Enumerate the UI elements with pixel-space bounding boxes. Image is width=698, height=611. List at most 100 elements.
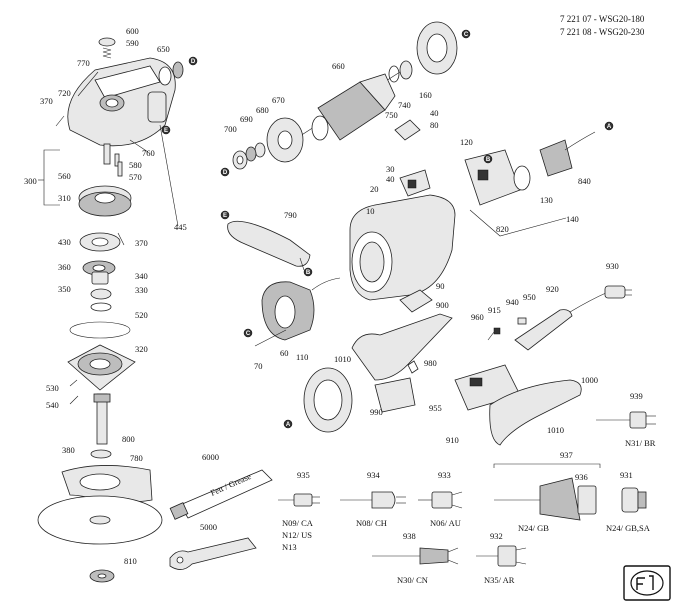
part-label-580: 580 [129,160,142,170]
part-label-700: 700 [224,124,237,134]
part-label-310: 310 [58,193,71,203]
plug-n31: N31/ BR [625,438,656,448]
part-label-980: 980 [424,358,437,368]
part-label-933: 933 [438,470,451,480]
part-560-drawing [103,143,111,165]
part-label-90: 90 [436,281,445,291]
plug-n30: N30/ CN [397,575,428,585]
part-label-1010a: 1010 [334,354,351,364]
cord-sleeve-920-drawing [514,309,573,351]
part-label-540: 540 [46,400,59,410]
gear-housing-drawing [67,57,176,147]
part-label-380: 380 [62,445,75,455]
part-label-939: 939 [630,391,643,401]
part-label-934: 934 [367,470,381,480]
part-label-935: 935 [297,470,310,480]
part-label-590: 590 [126,38,139,48]
part-label-110: 110 [296,352,308,362]
part-label-1000: 1000 [581,375,598,385]
part-label-60: 60 [280,348,289,358]
part-label-350: 350 [58,284,71,294]
part-label-770: 770 [77,58,90,68]
part-label-936: 936 [575,472,588,482]
part-label-720: 720 [58,88,71,98]
part-label-40b: 40 [386,174,395,184]
part-label-140: 140 [566,214,579,224]
plug-936-drawing [493,463,601,521]
plug-932-drawing [476,545,527,567]
model-line-1: 7 221 07 - WSG20-180 [560,14,645,24]
part-label-931: 931 [620,470,633,480]
part-label-330: 330 [135,285,148,295]
model-line-2: 7 221 08 - WSG20-230 [560,27,645,37]
part-label-932: 932 [490,531,503,541]
plug-designations: N31/ BR N09/ CA N12/ US N13 N08/ CH N06/… [282,438,656,585]
callout-letter: D [223,170,228,176]
fan-670-drawing [266,117,304,163]
part-label-370: 370 [40,96,53,106]
plug-933-drawing [418,491,463,509]
plug-n12: N12/ US [282,530,312,540]
part-label-750: 750 [385,110,398,120]
part-label-70: 70 [254,361,263,371]
side-handle-790-drawing [227,220,311,271]
part-label-955: 955 [429,403,442,413]
plug-n08: N08/ CH [356,518,387,528]
spindle-380-drawing [93,393,111,445]
part-label-445: 445 [174,222,187,232]
plug-n24gbsa: N24/ GB,SA [606,523,651,533]
electronics-140-drawing [464,131,596,206]
plug-n06: N06/ AU [430,518,461,528]
part-label-790: 790 [284,210,297,220]
part-label-990: 990 [370,407,383,417]
part-label-300: 300 [24,176,37,186]
callout-letter: B [486,157,491,163]
part-label-560: 560 [58,171,71,181]
part-label-670: 670 [272,95,285,105]
bearing-flange-320-drawing [67,344,136,391]
part-label-910: 910 [446,435,459,445]
part-label-30: 30 [386,164,395,174]
plug-n24gb: N24/ GB [518,523,549,533]
part-label-520: 520 [135,310,148,320]
plug-934-drawing [340,491,406,509]
spanner-5000-drawing [169,537,257,570]
part-label-130: 130 [540,195,553,205]
handle-shell-1000-drawing [489,379,582,446]
part-label-740: 740 [398,100,411,110]
part-label-930: 930 [606,261,619,271]
callout-letter: C [246,331,251,337]
part-label-530: 530 [46,383,59,393]
part-label-650: 650 [157,44,170,54]
plug-n09: N09/ CA [282,518,314,528]
part-650-drawing [158,66,172,86]
part-600-drawing [98,37,116,47]
end-cover-110-drawing [303,367,353,433]
part-label-680: 680 [256,105,269,115]
part-label-915: 915 [488,305,501,315]
callout-letter: E [164,128,168,134]
part-label-900: 900 [436,300,449,310]
part-label-5000: 5000 [200,522,217,532]
grease-tube-6000-drawing: Fett / Grease [169,469,273,520]
part-label-360: 360 [58,262,71,272]
part-label-1010b: 1010 [547,425,564,435]
motor-housing-10-drawing [349,194,456,301]
flange-430-drawing [79,232,121,252]
part-label-6000: 6000 [202,452,219,462]
part-label-160: 160 [419,90,432,100]
part-label-120: 120 [460,137,473,147]
armature-660-drawing [299,71,401,141]
part-labels: 600 590 650 770 370 720 760 560 580 570 … [24,26,643,566]
part-label-960: 960 [471,312,484,322]
plug-935-drawing [278,493,320,507]
part-label-430: 430 [58,237,71,247]
part-label-780: 780 [130,453,143,463]
field-coil-60-drawing [261,277,341,341]
plug-n35: N35/ AR [484,575,515,585]
part-label-600: 600 [126,26,139,36]
part-label-570: 570 [129,172,142,182]
part-590-drawing [102,47,112,59]
callout-letter: C [464,32,469,38]
part-label-760: 760 [142,148,155,158]
